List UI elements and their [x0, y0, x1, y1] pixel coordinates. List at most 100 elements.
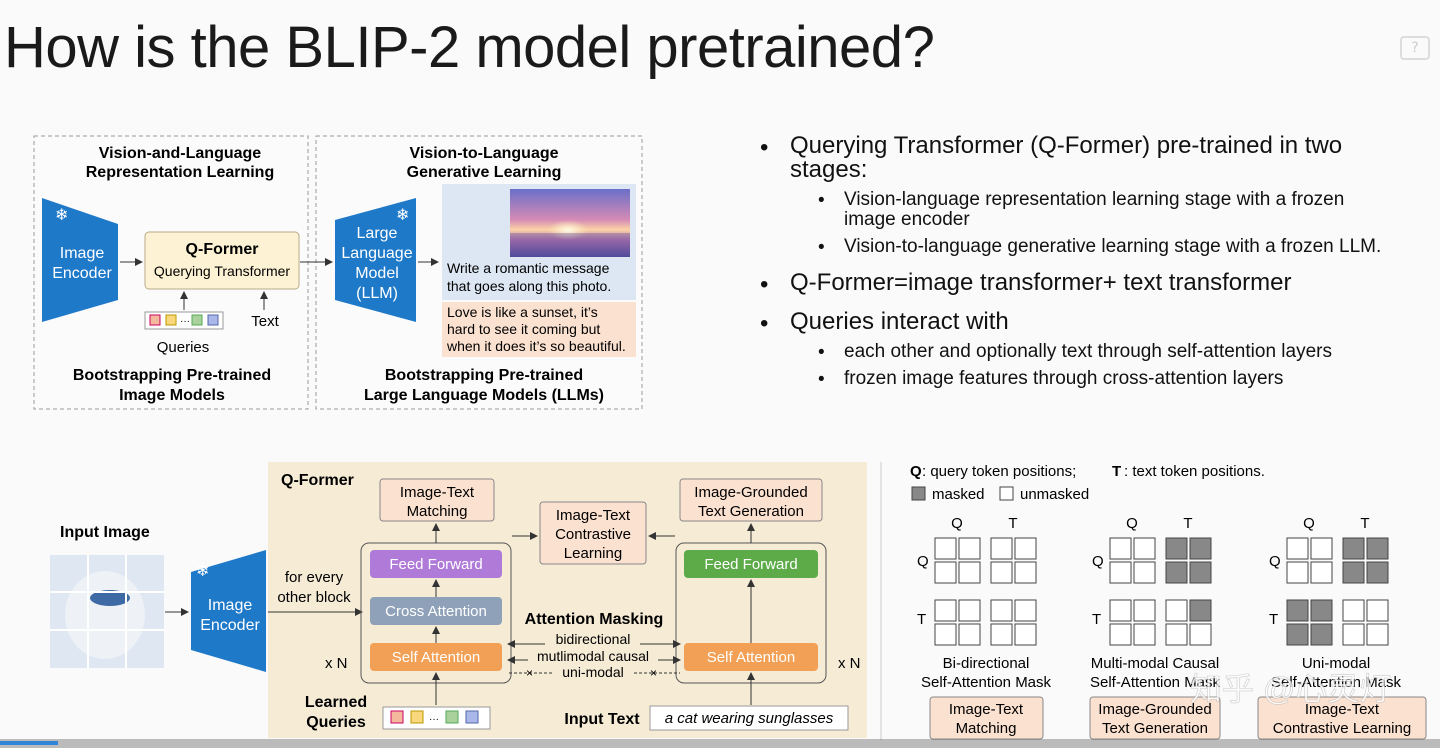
svg-text:Image-Grounded: Image-Grounded	[1098, 701, 1211, 718]
svg-text:Vision-to-Language: Vision-to-Language	[409, 145, 558, 162]
image-encoder-block	[42, 198, 118, 322]
svg-text:Feed Forward: Feed Forward	[704, 556, 797, 573]
row-label-q: Q	[1269, 553, 1281, 570]
row-label-q: Q	[917, 553, 929, 570]
svg-text:Uni-modal: Uni-modal	[1302, 655, 1370, 672]
mask-cell	[934, 599, 957, 622]
itg-head	[679, 478, 823, 522]
svg-text:Text: Text	[251, 313, 279, 330]
svg-text:Learned: Learned	[305, 694, 367, 711]
watermark: 知乎 @心灵灯	[1190, 671, 1391, 707]
svg-text:: query token positions;: : query token positions;	[922, 463, 1076, 480]
legend-unmasked-swatch	[999, 486, 1014, 501]
svg-text:Input Text: Input Text	[564, 711, 640, 728]
mask-cell	[1286, 623, 1309, 646]
svg-text:Self Attention: Self Attention	[707, 649, 795, 666]
mask-cell	[958, 561, 981, 584]
mask-cell	[1109, 623, 1132, 646]
svg-text:other block: other block	[277, 589, 351, 606]
mask-cell	[1189, 623, 1212, 646]
task-itc	[1257, 696, 1427, 740]
mask-cell	[1342, 623, 1365, 646]
col-label-t: T	[1183, 515, 1192, 532]
mask-cell	[1366, 537, 1389, 560]
mask-cell	[1109, 537, 1132, 560]
mask-cell	[1109, 599, 1132, 622]
snowflake-icon: ❄	[196, 563, 209, 580]
mask-cell	[1310, 623, 1333, 646]
bullet-dot: •	[760, 134, 769, 161]
itm-head	[379, 478, 495, 522]
row-label-q: Q	[1092, 553, 1104, 570]
col-label-t: T	[1008, 515, 1017, 532]
svg-text:for every: for every	[285, 569, 344, 586]
legend-masked-swatch	[911, 486, 926, 501]
mask-cell	[1366, 599, 1389, 622]
mask-cell	[1286, 561, 1309, 584]
help-icon[interactable]: ?	[1400, 36, 1430, 60]
col-label-t: T	[1360, 515, 1369, 532]
svg-text:Attention Masking: Attention Masking	[525, 611, 664, 628]
svg-text:···: ···	[429, 714, 439, 725]
mask-cell	[1165, 537, 1188, 560]
mask-cell	[958, 537, 981, 560]
mask-cell	[1286, 537, 1309, 560]
svg-text:when it does it’s so beautiful: when it does it’s so beautiful.	[446, 338, 626, 354]
task-itm	[929, 696, 1044, 740]
snowflake-icon: ❄	[55, 207, 68, 224]
svg-text:Encoder: Encoder	[52, 265, 112, 282]
row-label-t: T	[917, 611, 926, 628]
mask-cell	[1165, 599, 1188, 622]
svg-text:×: ×	[526, 666, 533, 680]
svg-text:Image-Grounded: Image-Grounded	[694, 484, 807, 501]
mask-cell	[1133, 537, 1156, 560]
svg-text:masked: masked	[932, 486, 985, 503]
svg-text:Image-Text: Image-Text	[400, 484, 475, 501]
svg-text:Generative Learning: Generative Learning	[407, 164, 562, 181]
svg-text:Feed Forward: Feed Forward	[389, 556, 482, 573]
mask-cell	[1366, 623, 1389, 646]
svg-text:Encoder: Encoder	[200, 617, 260, 634]
mask-cell	[1133, 561, 1156, 584]
mask-cell	[990, 623, 1013, 646]
mask-cell	[958, 599, 981, 622]
svg-text:Model: Model	[355, 265, 399, 282]
svg-text:Multi-modal Causal: Multi-modal Causal	[1091, 655, 1219, 672]
video-progress-bar[interactable]	[0, 739, 1440, 748]
svg-text:that goes along this photo.: that goes along this photo.	[447, 278, 611, 294]
svg-text:Queries: Queries	[306, 714, 366, 731]
mask-cell	[934, 561, 957, 584]
svg-text:Large Language Models (LLMs): Large Language Models (LLMs)	[364, 387, 604, 404]
task-itg	[1089, 696, 1221, 740]
svg-text:Queries: Queries	[157, 339, 210, 356]
mask-cell	[934, 537, 957, 560]
mask-cell	[1014, 623, 1037, 646]
svg-text:unmasked: unmasked	[1020, 486, 1089, 503]
slide-title: How is the BLIP-2 model pretrained?	[4, 15, 935, 80]
svg-text:Input Image: Input Image	[60, 524, 150, 541]
svg-text:Matching: Matching	[407, 503, 468, 520]
sub-bullet-stage-2: • Vision-to-language generative learning…	[818, 236, 1382, 259]
svg-text:Bootstrapping Pre-trained: Bootstrapping Pre-trained	[73, 367, 271, 384]
svg-text:Q: Q	[910, 463, 922, 480]
mask-cell	[1189, 599, 1212, 622]
svg-text:x N: x N	[838, 655, 861, 672]
left-heading-2: Representation Learning	[86, 164, 274, 181]
svg-text:Large: Large	[357, 225, 398, 242]
self-attention-right	[684, 643, 818, 671]
sub-bullet-cross-attention: • frozen image features through cross-at…	[818, 368, 1284, 391]
self-attention-left	[370, 643, 502, 671]
svg-text:Contrastive Learning: Contrastive Learning	[1273, 720, 1411, 737]
svg-text:bidirectional: bidirectional	[556, 631, 631, 647]
svg-text:Bi-directional: Bi-directional	[943, 655, 1030, 672]
feed-forward-right	[684, 550, 818, 578]
svg-text:Matching: Matching	[956, 720, 1017, 737]
svg-text:Image-Text: Image-Text	[556, 507, 631, 524]
mask-cell	[1165, 561, 1188, 584]
svg-text:Text Generation: Text Generation	[698, 503, 804, 520]
svg-text:Q-Former: Q-Former	[281, 472, 354, 489]
mask-cell	[1133, 599, 1156, 622]
